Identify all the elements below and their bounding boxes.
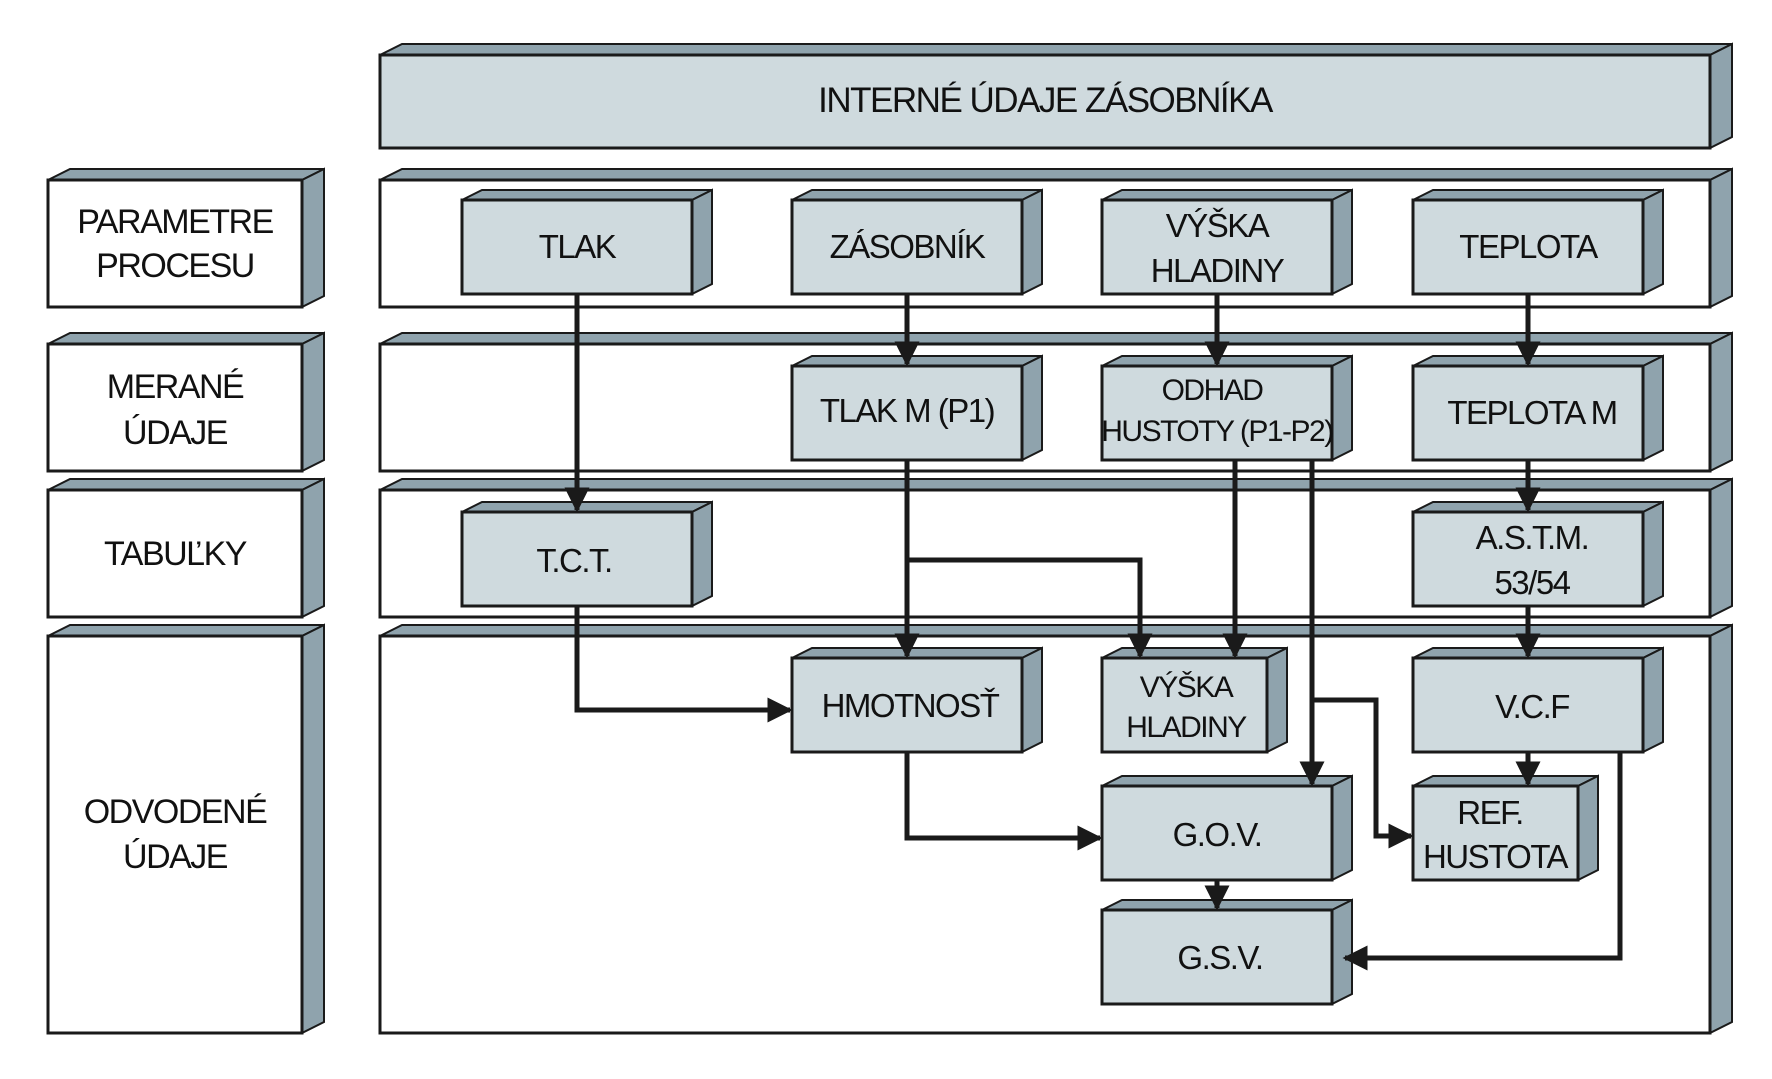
box-ref-line2: HUSTOTA [1423, 838, 1569, 875]
box-vyska-hladiny-line1: VÝŠKA [1166, 207, 1270, 244]
box-odhad-hustoty: ODHAD HUSTOTY (P1-P2) [1100, 354, 1353, 462]
box-teplota-m-label: TEPLOTA M [1447, 394, 1616, 431]
box-gsv-label: G.S.V. [1177, 939, 1262, 976]
box-tlak: TLAK [460, 188, 713, 296]
box-zasobnik-label: ZÁSOBNÍK [830, 228, 986, 265]
arrow-odhad-to-ref [1312, 697, 1414, 849]
box-vcf-label: V.C.F [1495, 688, 1569, 725]
box-teplota-label: TEPLOTA [1459, 228, 1598, 265]
lane-process: PARAMETRE PROCESU [46, 167, 325, 309]
diagram-title: INTERNÉ ÚDAJE ZÁSOBNÍKA [818, 81, 1274, 120]
box-vyska2-line2: HLADINY [1126, 711, 1247, 744]
box-tlak-label: TLAK [539, 228, 617, 265]
box-gsv: G.S.V. [1100, 898, 1353, 1006]
box-vyska-hladiny-derived: VÝŠKA HLADINY [1100, 646, 1288, 754]
box-vcf: V.C.F [1411, 646, 1664, 754]
box-vyska-hladiny-line2: HLADINY [1151, 252, 1285, 289]
title-box: INTERNÉ ÚDAJE ZÁSOBNÍKA [378, 42, 1733, 150]
box-astm-line2: 53/54 [1494, 564, 1570, 601]
box-vyska2-line1: VÝŠKA [1140, 670, 1234, 704]
connectors [564, 294, 1623, 971]
box-odhad-line2: HUSTOTY (P1-P2) [1101, 415, 1333, 448]
box-astm-line1: A.S.T.M. [1476, 519, 1589, 556]
lane-measured: MERANÉ ÚDAJE [46, 331, 325, 473]
arrow-tlakm-to-vyska2 [907, 557, 1153, 659]
box-teplota: TEPLOTA [1411, 188, 1664, 296]
lane-process-line2: PROCESU [96, 247, 254, 285]
box-ref-hustota: REF. HUSTOTA [1411, 774, 1599, 882]
lane-derived: ODVODENÉ ÚDAJE [46, 623, 325, 1035]
box-tlak-m-label: TLAK M (P1) [820, 392, 994, 429]
box-zasobnik: ZÁSOBNÍK [790, 188, 1043, 296]
box-vyska-hladiny: VÝŠKA HLADINY [1100, 188, 1353, 296]
arrow-hmotnost-to-gov [904, 752, 1103, 851]
lane-measured-line2: ÚDAJE [123, 414, 228, 452]
box-tct-label: T.C.T. [536, 542, 611, 579]
lane-tables-line1: TABUĽKY [104, 535, 247, 573]
lane-derived-line2: ÚDAJE [123, 838, 228, 876]
arrow-tct-to-hmotnost [574, 606, 793, 723]
box-tlak-m: TLAK M (P1) [790, 354, 1043, 462]
box-gov-label: G.O.V. [1173, 816, 1262, 853]
box-hmotnost-label: HMOTNOSŤ [822, 687, 1000, 724]
lane-process-line1: PARAMETRE [77, 203, 273, 241]
box-tct: T.C.T. [460, 500, 713, 608]
lane-derived-line1: ODVODENÉ [84, 793, 267, 831]
box-odhad-line1: ODHAD [1162, 374, 1264, 407]
lane-tables: TABUĽKY [46, 477, 325, 619]
box-gov: G.O.V. [1100, 774, 1353, 882]
arrow-vcf-to-gsv [1342, 752, 1623, 971]
lane-measured-line1: MERANÉ [107, 368, 244, 406]
box-hmotnost: HMOTNOSŤ [790, 646, 1043, 754]
box-ref-line1: REF. [1457, 794, 1523, 831]
box-astm: A.S.T.M. 53/54 [1411, 500, 1664, 608]
box-teplota-m: TEPLOTA M [1411, 354, 1664, 462]
